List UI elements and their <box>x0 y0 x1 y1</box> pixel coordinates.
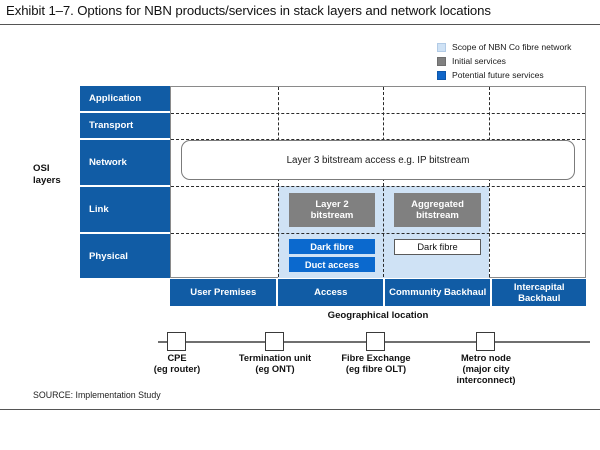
osi-axis-label-line2: layers <box>33 174 61 186</box>
legend-swatch-scope-icon <box>437 42 446 52</box>
service-aggregated-bitstream[interactable]: Aggregated bitstream <box>394 193 481 227</box>
node-label-fibre-exchange-line2: (eg fibre OLT) <box>345 364 407 374</box>
node-label-metro-node: Metro node (major city interconnect) <box>426 353 546 386</box>
node-label-metro-node-line2: (major city <box>462 364 510 374</box>
service-aggregated-bitstream-line1: Aggregated <box>411 199 464 210</box>
service-dark-fibre-access[interactable]: Dark fibre <box>289 239 375 254</box>
legend-item-scope: Scope of NBN Co fibre network <box>437 41 597 53</box>
page-title: Exhibit 1–7. Options for NBN products/se… <box>6 3 491 18</box>
node-box-cpe[interactable] <box>167 332 186 351</box>
grid-hline-link-physical <box>171 233 585 234</box>
node-box-metro-node[interactable] <box>476 332 495 351</box>
bottom-divider <box>0 409 600 410</box>
service-layer3-bitstream[interactable]: Layer 3 bitstream access e.g. IP bitstre… <box>181 140 575 180</box>
osi-layer-link: Link <box>80 187 170 232</box>
title-divider <box>0 24 600 25</box>
osi-layer-application: Application <box>80 86 170 111</box>
grid-vline-user-premises-access <box>278 87 279 277</box>
location-access[interactable]: Access <box>278 279 383 306</box>
osi-layer-transport: Transport <box>80 113 170 138</box>
node-box-termination-unit[interactable] <box>265 332 284 351</box>
location-user-premises[interactable]: User Premises <box>170 279 277 306</box>
service-layer2-bitstream[interactable]: Layer 2 bitstream <box>289 193 375 227</box>
legend-item-future: Potential future services <box>437 69 597 81</box>
legend-label-scope: Scope of NBN Co fibre network <box>452 42 572 52</box>
osi-layer-network: Network <box>80 140 170 185</box>
node-label-cpe-line2: (eg router) <box>153 364 201 374</box>
node-label-metro-node-line3: interconnect) <box>456 375 516 385</box>
service-layer2-bitstream-line1: Layer 2 <box>315 199 349 210</box>
service-aggregated-bitstream-line2: bitstream <box>416 210 459 221</box>
legend-item-initial: Initial services <box>437 55 597 67</box>
node-label-termination-unit-line1: Termination unit <box>238 353 312 363</box>
service-dark-fibre-community[interactable]: Dark fibre <box>394 239 481 255</box>
legend: Scope of NBN Co fibre network Initial se… <box>437 41 597 83</box>
location-community-backhaul[interactable]: Community Backhaul <box>384 279 491 306</box>
legend-swatch-initial-icon <box>437 56 446 66</box>
legend-label-initial: Initial services <box>452 56 506 66</box>
location-intercapital-backhaul[interactable]: Intercapital Backhaul <box>492 279 586 306</box>
service-layer2-bitstream-line2: bitstream <box>310 210 354 221</box>
grid-vline-access-community <box>383 87 384 277</box>
node-label-cpe-line1: CPE <box>167 353 187 363</box>
node-label-cpe: CPE (eg router) <box>117 353 237 375</box>
geographical-location-axis-label: Geographical location <box>327 310 429 321</box>
node-label-termination-unit-line2: (eg ONT) <box>255 364 295 374</box>
stack-location-matrix: Application Transport Network Link Physi… <box>80 86 586 278</box>
grid-hline-application-transport <box>171 113 585 114</box>
service-duct-access[interactable]: Duct access <box>289 257 375 272</box>
node-label-metro-node-line1: Metro node <box>460 353 512 363</box>
node-box-fibre-exchange[interactable] <box>366 332 385 351</box>
node-label-termination-unit: Termination unit (eg ONT) <box>215 353 335 375</box>
node-label-fibre-exchange: Fibre Exchange (eg fibre OLT) <box>316 353 436 375</box>
geographical-location-bar: User Premises Access Community Backhaul … <box>170 279 586 306</box>
osi-layer-physical: Physical <box>80 234 170 278</box>
matrix-grid: Layer 3 bitstream access e.g. IP bitstre… <box>170 86 586 278</box>
legend-swatch-future-icon <box>437 70 446 80</box>
osi-layers-axis-label: OSI layers <box>33 163 61 186</box>
grid-hline-network-link <box>171 186 585 187</box>
grid-vline-community-intercapital <box>489 87 490 277</box>
osi-axis-label-line1: OSI <box>33 163 50 174</box>
grid-hline-transport-network <box>171 139 585 140</box>
legend-label-future: Potential future services <box>452 70 544 80</box>
source-note: SOURCE: Implementation Study <box>33 390 161 400</box>
node-label-fibre-exchange-line1: Fibre Exchange <box>341 353 411 363</box>
